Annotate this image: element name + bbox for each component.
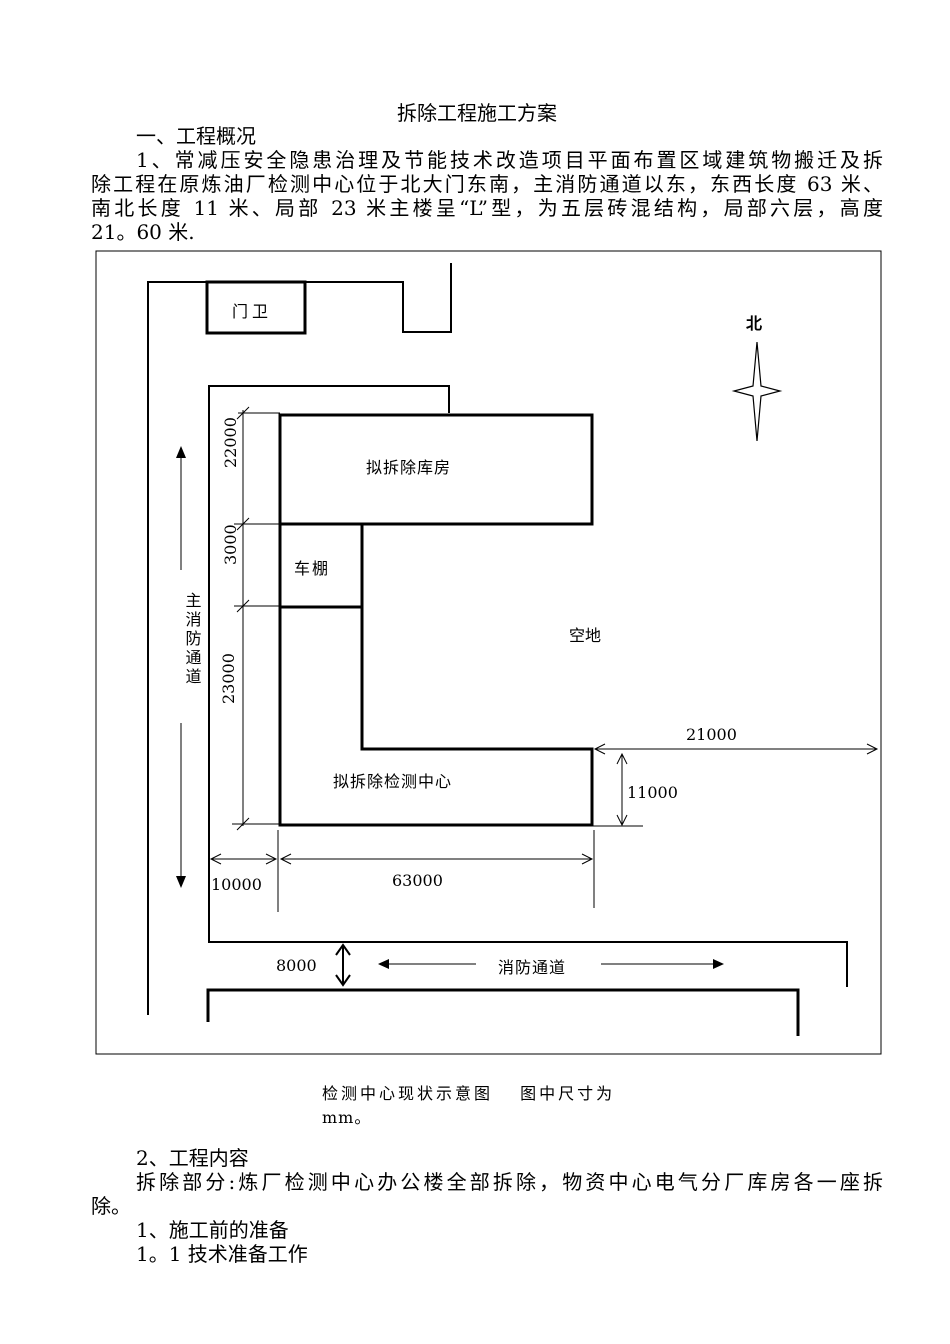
arrow-head bbox=[713, 959, 724, 969]
dimension-label-22000: 22000 bbox=[221, 417, 240, 468]
dimension-label-21000: 21000 bbox=[686, 725, 737, 744]
arrow-head bbox=[176, 446, 186, 458]
site-boundary bbox=[208, 385, 848, 987]
north-arrow-icon bbox=[731, 341, 783, 442]
arrow-head bbox=[581, 853, 594, 865]
dimension-label-23000: 23000 bbox=[219, 653, 238, 704]
tick-mark bbox=[236, 817, 250, 831]
paragraph-line: 21。60 米. bbox=[91, 220, 195, 244]
road-edge bbox=[206, 988, 800, 1036]
figure-caption: 检测中心现状示意图 图中尺寸为 bbox=[322, 1084, 616, 1103]
gate-label: 门卫 bbox=[232, 302, 272, 321]
boundary-line bbox=[305, 263, 452, 333]
document-title: 拆除工程施工方案 bbox=[397, 101, 557, 125]
figure-frame bbox=[95, 250, 882, 1055]
arrow-head bbox=[279, 853, 292, 865]
carshed-building bbox=[278, 522, 364, 609]
test-center-label: 拟拆除检测中心 bbox=[333, 772, 452, 791]
dimension-label-10000: 10000 bbox=[211, 875, 262, 894]
gate-house bbox=[205, 280, 307, 335]
paragraph-line: 除。 bbox=[91, 1194, 131, 1218]
open-space-label: 空地 bbox=[569, 626, 601, 645]
paragraph-line: 除工程在原炼油厂检测中心位于北大门东南，主消防通道以东，东西长度 63 米、 bbox=[91, 172, 883, 196]
arrow-head bbox=[616, 814, 628, 827]
arrow-head bbox=[616, 752, 628, 765]
tick-mark bbox=[236, 517, 250, 531]
tick-mark bbox=[236, 406, 250, 420]
arrow-head bbox=[265, 853, 278, 865]
dimension-label-63000: 63000 bbox=[392, 871, 443, 890]
warehouse-label: 拟拆除库房 bbox=[366, 458, 451, 477]
dimension-label-8000: 8000 bbox=[276, 956, 317, 975]
arrow-head bbox=[866, 743, 879, 755]
fire-road-label: 消防通道 bbox=[498, 958, 566, 977]
test-center-building bbox=[278, 607, 594, 827]
section-heading-content: 2、工程内容 bbox=[136, 1146, 249, 1170]
dimension-label-11000: 11000 bbox=[627, 783, 678, 802]
paragraph-line: 南北长度 11 米、局部 23 米主楼呈“L”型，为五层砖混结构，局部六层，高度 bbox=[91, 196, 883, 220]
carshed-label: 车棚 bbox=[294, 559, 330, 578]
arrow-head bbox=[335, 974, 351, 987]
arrow-head bbox=[335, 943, 351, 956]
dimension-label-3000: 3000 bbox=[221, 524, 240, 565]
section-heading-preparation: 1、施工前的准备 bbox=[136, 1218, 289, 1242]
tick-mark bbox=[236, 599, 250, 613]
paragraph-line: 拆除部分:炼厂检测中心办公楼全部拆除，物资中心电气分厂库房各一座拆 bbox=[136, 1170, 883, 1194]
arrow-head bbox=[593, 743, 606, 755]
figure-caption-unit: mm。 bbox=[322, 1108, 372, 1127]
boundary-line bbox=[147, 281, 207, 1015]
main-fire-road-label: 主消防通道 bbox=[183, 592, 202, 687]
arrow-head bbox=[378, 959, 389, 969]
subsection-heading: 1。1 技术准备工作 bbox=[136, 1242, 308, 1266]
arrow-head bbox=[209, 853, 222, 865]
section-heading-overview: 一、工程概况 bbox=[136, 124, 256, 148]
arrow-head bbox=[176, 876, 186, 888]
north-label: 北 bbox=[746, 314, 762, 333]
warehouse-building bbox=[278, 413, 594, 526]
paragraph-line: 1、常减压安全隐患治理及节能技术改造项目平面布置区域建筑物搬迁及拆 bbox=[136, 148, 883, 172]
